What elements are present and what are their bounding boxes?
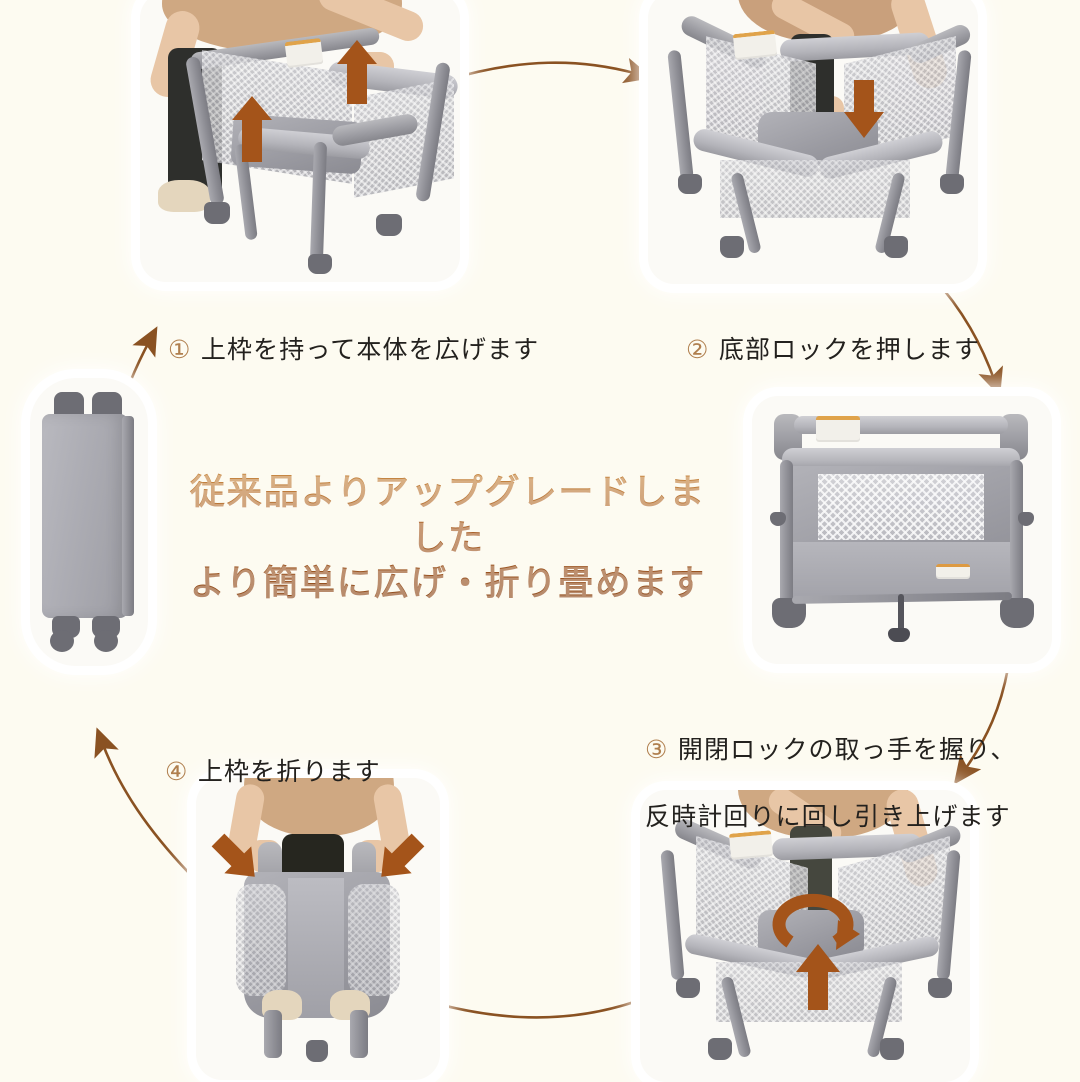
photo-step-1-expand-frame <box>140 0 460 282</box>
headline-line-2: より簡単に広げ・折り畳めます <box>189 564 707 603</box>
step-2-text: 底部ロックを押します <box>718 336 981 364</box>
step-1-text: 上枠を持って本体を広げます <box>200 336 540 364</box>
caption-step-3: ③ 開閉ロックの取っ手を握り、 反時計回りに回し引き上げます <box>645 700 1017 868</box>
motion-arrow-up-left <box>232 40 377 162</box>
photo-step-2-press-bottom-lock <box>648 0 978 284</box>
step-3-number: ③ <box>645 736 668 764</box>
arrow-step-1-to-step-2 <box>446 58 654 84</box>
step-1-number: ① <box>168 336 191 364</box>
motion-arrow-inward-right <box>381 833 425 877</box>
step-2-number: ② <box>686 336 709 364</box>
caption-step-4: ④ 上枠を折ります <box>165 722 381 789</box>
motion-arrows-inward <box>211 833 425 877</box>
step-4-text: 上枠を折ります <box>197 758 381 786</box>
step-4-number: ④ <box>165 758 188 786</box>
photo-folded-playpen <box>30 378 148 666</box>
headline: 従来品よりアップグレードしました より簡単に広げ・折り畳めます <box>178 470 718 607</box>
step-3-text-line-1: 開閉ロックの取っ手を握り、 <box>677 736 1017 764</box>
motion-arrow-up <box>796 944 840 1010</box>
photo-assembled-playpen <box>752 396 1052 664</box>
motion-arrow-rotate-ccw <box>772 893 860 1010</box>
motion-arrow-up-right <box>337 40 377 104</box>
photo-step-3-twist-lock-handle <box>640 790 970 1082</box>
caption-step-1: ① 上枠を持って本体を広げます <box>168 300 539 367</box>
motion-arrow-down <box>844 80 884 138</box>
step-3-text-line-2: 反時計回りに回し引き上げます <box>645 803 1011 831</box>
headline-line-1: 従来品よりアップグレードしました <box>189 473 707 558</box>
photo-step-4-fold-top-frame <box>196 778 440 1080</box>
caption-step-2: ② 底部ロックを押します <box>686 300 980 367</box>
motion-arrow-inward-left <box>211 833 255 877</box>
